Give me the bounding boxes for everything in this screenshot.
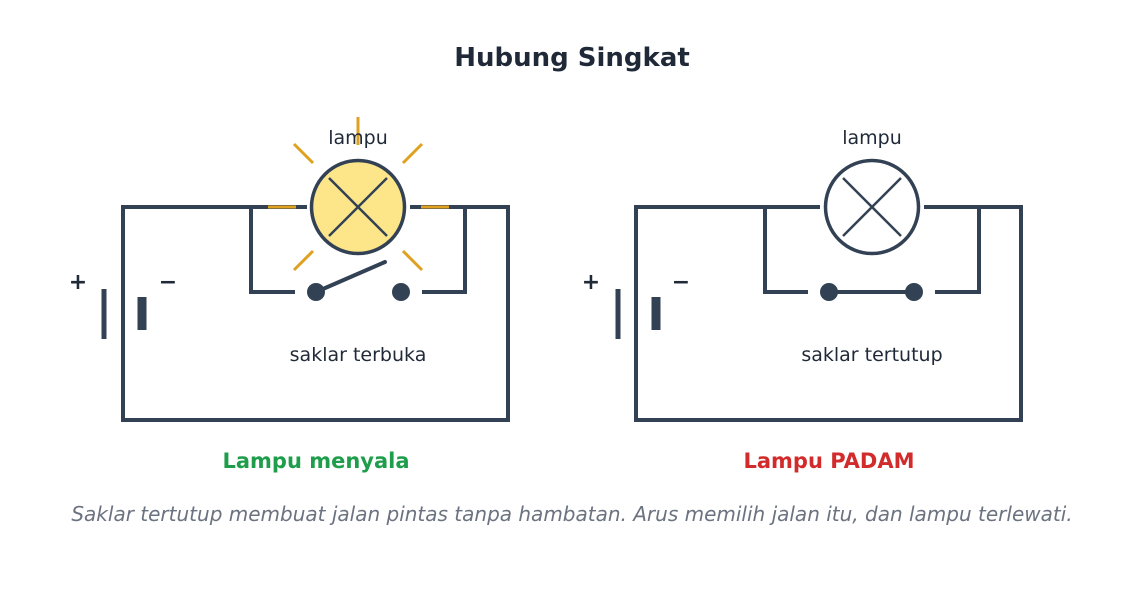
battery-icon (101, 289, 147, 339)
battery-icon (615, 289, 661, 339)
switch-label: saklar terbuka (290, 344, 427, 366)
switch-closed (820, 283, 923, 301)
battery-plus-sign: + (582, 270, 600, 295)
battery-minus-sign: − (672, 270, 690, 295)
caption: Saklar tertutup membuat jalan pintas tan… (71, 502, 1072, 526)
battery-plus-sign: + (69, 270, 87, 295)
status-lamp-off: Lampu PADAM (743, 449, 914, 473)
lamp-label: lampu (328, 127, 388, 149)
status-lamp-on: Lampu menyala (222, 449, 409, 473)
lamp-off (823, 158, 921, 256)
battery-minus-sign: − (159, 270, 177, 295)
lamp-on (309, 158, 407, 256)
lamp-label: lampu (842, 127, 902, 149)
outer-wire (634, 205, 1023, 422)
switch-label: saklar tertutup (801, 344, 942, 366)
page-title: Hubung Singkat (454, 43, 690, 73)
circuit-open-switch: lampu saklar terbuka + − Lampu menyala (69, 117, 510, 473)
lamp-glow-rays (268, 117, 449, 272)
switch-lead-left (249, 205, 295, 294)
switch-lead-right (935, 205, 981, 294)
switch-lead-right (422, 205, 467, 294)
circuit-closed-switch: lampu saklar tertutup + − Lampu PADAM (582, 127, 1023, 473)
outer-wire (121, 205, 510, 422)
switch-lead-left (763, 205, 808, 294)
switch-open (307, 260, 410, 301)
